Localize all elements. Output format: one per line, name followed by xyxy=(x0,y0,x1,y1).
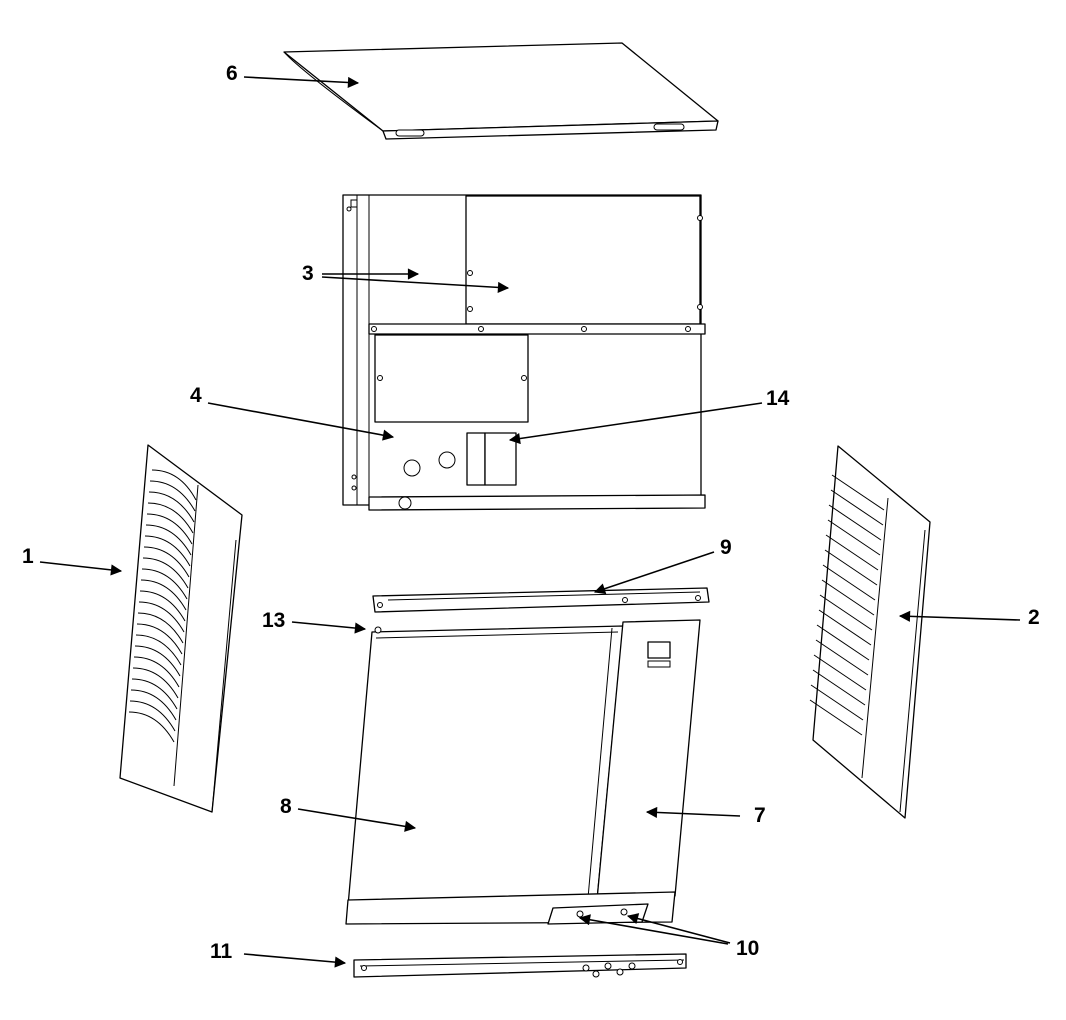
rear-panel-assembly xyxy=(342,194,706,511)
callout-10: 10 xyxy=(736,937,759,960)
leader-3b xyxy=(321,276,510,293)
callout-13: 13 xyxy=(262,609,285,632)
callout-8: 8 xyxy=(280,795,292,818)
leader-11 xyxy=(243,953,347,968)
callout-9: 9 xyxy=(720,536,732,559)
right-side-grille-panel xyxy=(809,445,931,819)
callout-7: 7 xyxy=(754,804,766,827)
top-cover-panel xyxy=(283,42,719,140)
leader-7 xyxy=(645,806,741,819)
bottom-trim-channel xyxy=(353,953,687,978)
leader-6 xyxy=(243,76,360,89)
top-trim-channel xyxy=(372,587,710,613)
callout-labels: 6 3 4 14 1 2 9 13 8 7 10 11 xyxy=(22,62,1040,963)
leader-4 xyxy=(207,402,395,441)
callout-3: 3 xyxy=(302,262,314,285)
leader-lines xyxy=(39,76,1021,968)
left-side-louver-panel xyxy=(119,444,243,813)
leader-8 xyxy=(297,808,417,832)
leader-14 xyxy=(508,402,763,445)
callout-6: 6 xyxy=(226,62,238,85)
leader-1 xyxy=(39,561,123,576)
leader-10a xyxy=(578,914,729,945)
callout-14: 14 xyxy=(766,387,790,410)
leader-2 xyxy=(898,610,1021,622)
callout-4: 4 xyxy=(190,384,202,407)
front-door-assembly xyxy=(345,619,701,925)
callout-11: 11 xyxy=(210,940,233,963)
leader-9 xyxy=(593,551,715,595)
leader-13 xyxy=(291,621,367,634)
leader-10b xyxy=(626,913,731,944)
callout-1: 1 xyxy=(22,545,34,568)
callout-2: 2 xyxy=(1028,606,1040,629)
